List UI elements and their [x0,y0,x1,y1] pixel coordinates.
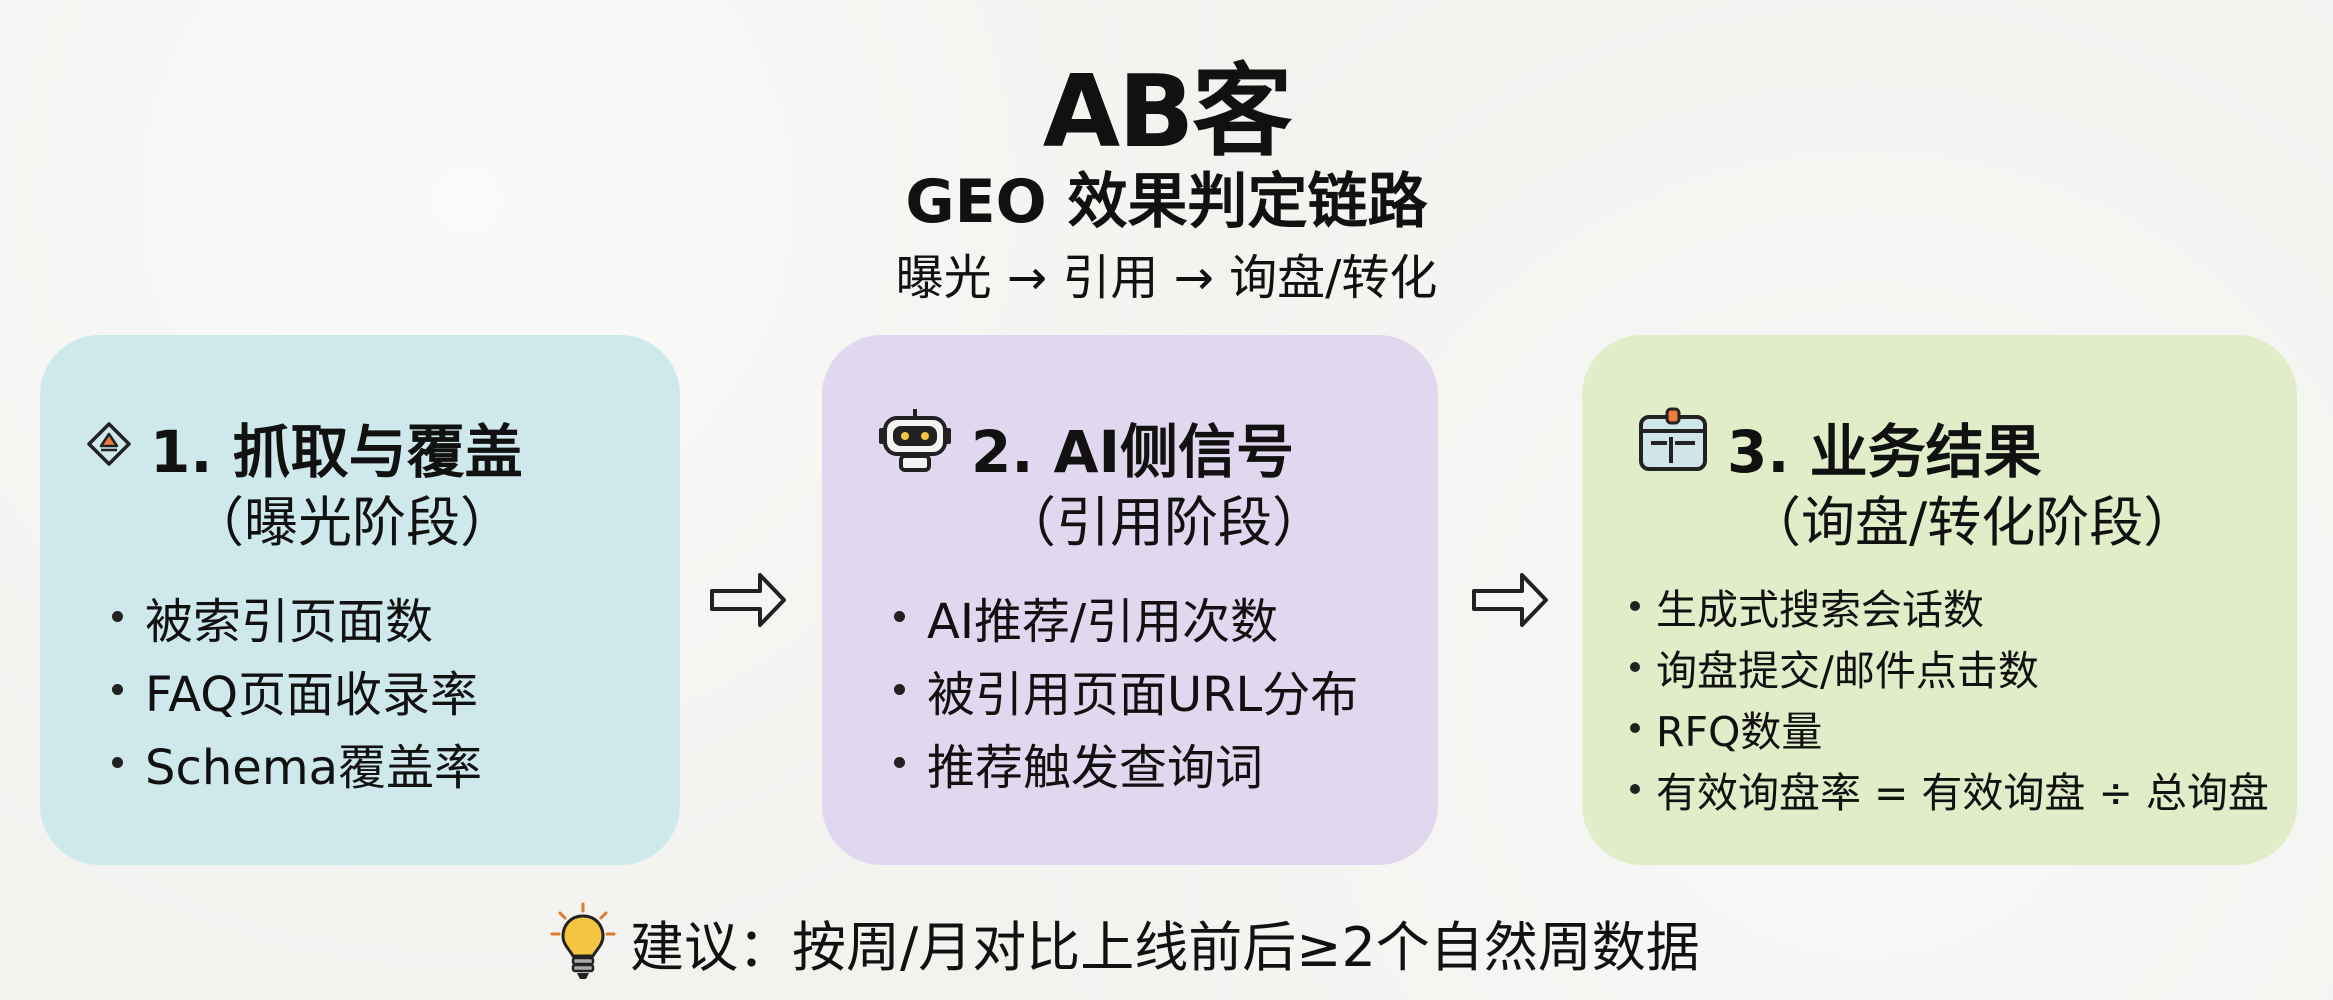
list-item-text: 有效询盘率 = 有效询盘 ÷ 总询盘 [1656,768,2269,817]
list-item: 生成式搜索会话数 [1630,575,2269,636]
list-item-text: 被引用页面URL分布 [927,666,1359,723]
bullet-icon [112,757,123,768]
list-item-text: Schema覆盖率 [145,739,482,796]
card-heading: 3. 业务结果 [1637,405,2333,489]
card-ai-signals: 2. AI侧信号 （引用阶段） AI推荐/引用次数 被引用页面URL分布 推荐触… [822,335,1438,865]
bullet-icon [894,611,905,622]
list-item-text: AI推荐/引用次数 [927,593,1279,650]
page-title: AB客 [1042,53,1293,170]
list-item-text: 被索引页面数 [145,593,434,650]
metric-list: 被索引页面数 FAQ页面收录率 Schema覆盖率 [112,580,482,799]
bullet-icon [112,611,123,622]
calendar-icon [1637,407,1709,487]
bullet-icon [1630,722,1640,733]
robot-icon [877,406,953,488]
metric-list: AI推荐/引用次数 被引用页面URL分布 推荐触发查询词 [894,580,1358,799]
right-arrow-icon [710,573,786,627]
flow-summary: 曝光 → 引用 → 询盘/转化 [895,250,1438,306]
bullet-icon [1630,783,1640,794]
card-heading-text: 1. 抓取与覆盖 [150,418,523,486]
list-item-text: 询盘提交/邮件点击数 [1656,646,2039,695]
card-stage: （曝光阶段） [190,491,514,554]
diamond-icon [86,413,132,481]
list-item: 被索引页面数 [112,580,482,653]
list-item-text: 生成式搜索会话数 [1656,585,1984,634]
list-item: RFQ数量 [1630,697,2269,758]
bullet-icon [1630,600,1640,611]
page-subtitle: GEO 效果判定链路 [905,167,1428,237]
bullet-icon [894,684,905,695]
list-item: 推荐触发查询词 [894,726,1358,799]
list-item-text: RFQ数量 [1656,707,1823,756]
card-business-results: 3. 业务结果 （询盘/转化阶段） 生成式搜索会话数 询盘提交/邮件点击数 RF… [1582,335,2297,865]
metric-list: 生成式搜索会话数 询盘提交/邮件点击数 RFQ数量 有效询盘率 = 有效询盘 ÷… [1630,575,2269,819]
right-arrow-icon [1472,573,1548,627]
bullet-icon [894,757,905,768]
list-item: 有效询盘率 = 有效询盘 ÷ 总询盘 [1630,758,2269,819]
list-item: FAQ页面收录率 [112,653,482,726]
list-item: Schema覆盖率 [112,726,482,799]
card-heading-text: 2. AI侧信号 [971,418,1295,486]
list-item: AI推荐/引用次数 [894,580,1358,653]
bullet-icon [1630,661,1640,672]
card-heading: 2. AI侧信号 [877,405,1493,489]
card-heading-text: 3. 业务结果 [1727,418,2042,486]
list-item-text: 推荐触发查询词 [927,739,1264,796]
card-crawl-coverage: 1. 抓取与覆盖 （曝光阶段） 被索引页面数 FAQ页面收录率 Schema覆盖… [40,335,680,865]
list-item: 询盘提交/邮件点击数 [1630,636,2269,697]
card-stage: （引用阶段） [1002,491,1326,554]
recommendation-note: 建议：按周/月对比上线前后≥2个自然周数据 [548,902,1700,982]
card-stage: （询盘/转化阶段） [1747,491,2198,554]
list-item-text: FAQ页面收录率 [145,666,478,723]
card-heading: 1. 抓取与覆盖 [86,405,726,489]
recommendation-text: 建议：按周/月对比上线前后≥2个自然周数据 [630,915,1700,979]
lightbulb-icon [550,902,616,979]
bullet-icon [112,684,123,695]
list-item: 被引用页面URL分布 [894,653,1358,726]
